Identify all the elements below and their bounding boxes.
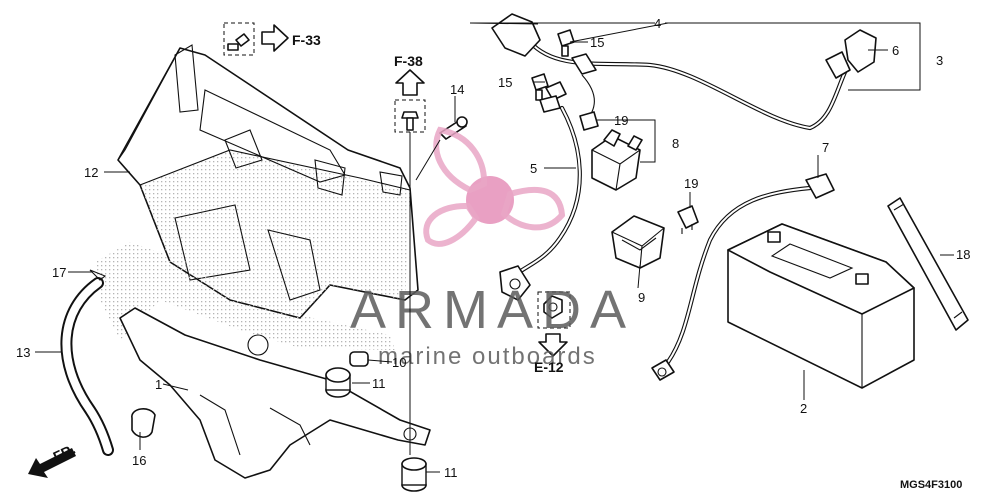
drain-tube bbox=[60, 277, 114, 456]
clamp-3 bbox=[825, 51, 851, 79]
bolt-14 bbox=[439, 116, 468, 140]
bolt-15-upper bbox=[557, 29, 575, 57]
callout-2: 2 bbox=[800, 401, 807, 416]
dash-box-e12 bbox=[537, 291, 571, 329]
callout-11-upper: 11 bbox=[372, 376, 386, 391]
callout-6: 6 bbox=[892, 43, 899, 58]
ref-f38: F-38 bbox=[394, 53, 423, 69]
clip-16 bbox=[131, 408, 156, 438]
battery bbox=[727, 223, 915, 389]
callout-19-upper: 19 bbox=[614, 113, 628, 128]
callout-15-upper: 15 bbox=[590, 35, 604, 50]
callout-14: 14 bbox=[450, 82, 464, 97]
collar bbox=[349, 351, 369, 367]
callout-9: 9 bbox=[638, 290, 645, 305]
terminal-cover-6 bbox=[844, 29, 877, 73]
diagram-code: MGS4F3100 bbox=[900, 479, 962, 491]
arrow-e12 bbox=[538, 333, 568, 357]
front-arrow bbox=[28, 448, 76, 478]
starter-relay bbox=[591, 129, 643, 191]
callout-1: 1 bbox=[155, 377, 162, 392]
watermark-brand: ARMADA bbox=[350, 280, 635, 340]
callouts: 4 15 6 3 15 14 19 8 7 5 12 19 18 17 9 13… bbox=[16, 16, 970, 480]
callout-12: 12 bbox=[84, 165, 98, 180]
watermark-logo-icon bbox=[423, 126, 566, 247]
cable-7 bbox=[651, 173, 835, 381]
ref-f33: F-33 bbox=[292, 32, 321, 48]
arrow-f33 bbox=[261, 24, 289, 52]
callout-8: 8 bbox=[672, 136, 679, 151]
fuse-19-upper bbox=[579, 111, 599, 131]
callout-7: 7 bbox=[822, 140, 829, 155]
ref-e12: E-12 bbox=[534, 359, 564, 375]
callout-3: 3 bbox=[936, 53, 943, 68]
callout-18: 18 bbox=[956, 247, 970, 262]
cable-5 bbox=[499, 81, 582, 301]
callout-11-lower: 11 bbox=[444, 465, 458, 480]
rubber-mount-upper bbox=[325, 367, 351, 398]
cable-4 bbox=[491, 13, 848, 131]
battery-band bbox=[887, 197, 969, 331]
dash-box-f33 bbox=[223, 22, 255, 56]
battery-tray bbox=[95, 242, 431, 479]
arrow-f38 bbox=[395, 69, 425, 96]
bolt-f33 bbox=[227, 33, 250, 51]
callout-5: 5 bbox=[530, 161, 537, 176]
callout-4: 4 bbox=[654, 16, 661, 31]
relay-cover bbox=[611, 215, 665, 269]
leader-lines bbox=[35, 22, 954, 473]
callout-15-lower: 15 bbox=[498, 75, 512, 90]
callout-19-lower: 19 bbox=[684, 176, 698, 191]
callout-16: 16 bbox=[132, 453, 146, 468]
clip-17 bbox=[89, 269, 107, 281]
nut-e12 bbox=[543, 295, 563, 319]
front-label: FR. bbox=[51, 441, 78, 465]
watermark-tagline: marine outboards bbox=[378, 343, 597, 370]
fuse-19-lower bbox=[677, 205, 699, 234]
callout-13: 13 bbox=[16, 345, 30, 360]
callout-17: 17 bbox=[52, 265, 66, 280]
callout-10: 10 bbox=[392, 355, 406, 370]
bolt-f38 bbox=[401, 111, 419, 131]
rubber-mount-lower bbox=[401, 457, 427, 492]
